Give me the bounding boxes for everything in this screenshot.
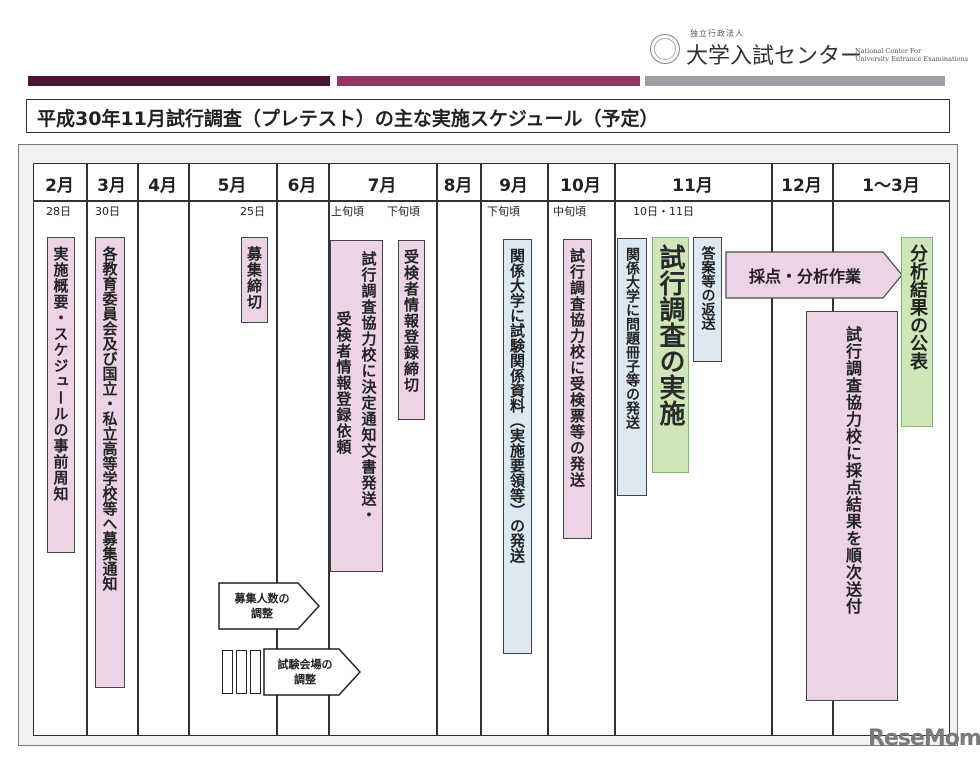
- arrow-label-line1: 試験会場の: [277, 658, 333, 671]
- month-header-nov: 11月: [672, 175, 713, 196]
- bar-segment: [236, 650, 247, 694]
- col-divider: [614, 163, 616, 736]
- adjust-enrollment-arrow: 募集人数の 調整: [218, 582, 320, 630]
- month-header-sep: 9月: [499, 175, 528, 196]
- event-text-col1: 試行調査協力校に決定通知文書発送・: [359, 251, 378, 523]
- event-text: 関係大学に試験関係資料（実施要領等）の発送: [508, 248, 526, 563]
- event-nov-return-answers: 答案等の返送: [693, 237, 722, 362]
- event-sep-send-materials: 関係大学に試験関係資料（実施要領等）の発送: [503, 239, 532, 654]
- col-divider: [480, 163, 482, 736]
- month-header-dec: 12月: [781, 175, 822, 196]
- event-text: 試行調査の実施: [655, 244, 685, 426]
- org-en-line2: University Entrance Examinations: [855, 55, 969, 63]
- event-send-results: 試行調査協力校に採点結果を順次送付: [806, 311, 898, 701]
- watermark-text: ReseMom: [868, 726, 980, 751]
- bar-segment: [222, 650, 233, 694]
- month-header-feb: 2月: [45, 175, 74, 196]
- event-text: 関係大学に問題冊子等の発送: [624, 247, 640, 429]
- page-title: 平成30年11月試行調査（プレテスト）の主な実施スケジュール（予定）: [37, 108, 659, 130]
- event-text: 試行調査協力校に受検票等の発送: [568, 248, 586, 488]
- event-mar-recruit-notice: 各教育委員会及び国立・私立高等学校等へ募集通知: [95, 237, 125, 688]
- emblem-icon: [650, 34, 680, 64]
- resemom-watermark: ReseMom: [868, 726, 980, 751]
- arrow-label-line2: 調整: [294, 673, 316, 686]
- col-divider: [771, 163, 773, 736]
- event-text-col2: 受検者情報登録依頼: [334, 311, 353, 455]
- col-divider: [276, 163, 278, 736]
- date-feb: 28日: [46, 205, 71, 218]
- org-sub-label: 独立行政法人: [690, 29, 744, 38]
- event-jul-decision-notice: 試行調査協力校に決定通知文書発送・ 受検者情報登録依頼: [330, 240, 383, 572]
- date-nov: 10日・11日: [633, 205, 694, 218]
- date-may: 25日: [240, 205, 265, 218]
- arrow-shape-icon: [263, 648, 361, 696]
- arrow-label: 募集人数の 調整: [218, 582, 306, 630]
- event-text: 分析結果の公表: [907, 244, 928, 370]
- date-jul-late: 下旬頃: [387, 205, 420, 218]
- col-divider: [328, 163, 330, 736]
- date-sep: 下旬頃: [487, 205, 520, 218]
- adjust-venue-arrow: 試験会場の 調整: [263, 648, 361, 696]
- arrow-label-line1: 募集人数の: [234, 592, 290, 605]
- progress-bars-icon: [222, 650, 264, 694]
- date-jul-early: 上旬頃: [331, 205, 364, 218]
- arrow-label: 試験会場の 調整: [263, 648, 347, 696]
- org-logo: 独立行政法人 大学入試センター National Center For Univ…: [650, 28, 970, 72]
- event-may-deadline: 募集締切: [241, 237, 268, 323]
- month-header-jun: 6月: [287, 175, 317, 196]
- page-title-box: 平成30年11月試行調査（プレテスト）の主な実施スケジュール（予定）: [26, 99, 950, 133]
- date-oct: 中旬頃: [553, 205, 586, 218]
- col-divider: [436, 163, 438, 736]
- event-text: 受検者情報登録締切: [402, 249, 420, 393]
- month-header-oct: 10月: [560, 175, 601, 196]
- scoring-analysis-arrow: 採点・分析作業: [725, 251, 903, 299]
- header-row-divider: [33, 200, 950, 202]
- header-bar-gray: [645, 76, 945, 86]
- arrow-label: 採点・分析作業: [748, 267, 861, 286]
- event-text: 募集締切: [245, 246, 263, 310]
- date-mar: 30日: [95, 205, 120, 218]
- event-text: 試行調査協力校に採点結果を順次送付: [843, 326, 862, 615]
- month-header-mar: 3月: [97, 175, 126, 196]
- event-publish-results: 分析結果の公表: [901, 237, 933, 427]
- event-feb-preannounce: 実施概要・スケジュールの事前周知: [47, 237, 75, 553]
- arrow-label-line2: 調整: [251, 607, 273, 620]
- col-divider: [86, 163, 88, 736]
- org-english-name: National Center For University Entrance …: [855, 47, 968, 63]
- event-jul-registration-deadline: 受検者情報登録締切: [398, 240, 425, 420]
- col-divider: [547, 163, 549, 736]
- event-oct-send-tickets: 試行調査協力校に受検票等の発送: [563, 239, 592, 539]
- month-header-apr: 4月: [148, 175, 177, 196]
- month-header-jan-mar: 1〜3月: [862, 175, 920, 196]
- event-nov-trial-exam: 試行調査の実施: [652, 237, 689, 473]
- col-divider: [137, 163, 139, 736]
- header-bar-magenta: [337, 76, 640, 86]
- header-bar-dark: [28, 76, 330, 86]
- event-text: 実施概要・スケジュールの事前周知: [51, 246, 70, 502]
- arrow-shape-icon: [218, 582, 320, 630]
- month-header-jul: 7月: [367, 175, 397, 196]
- event-text: 各教育委員会及び国立・私立高等学校等へ募集通知: [100, 246, 119, 591]
- bar-segment: [250, 650, 261, 694]
- org-name: 大学入試センター: [686, 44, 863, 69]
- event-nov-send-booklets: 関係大学に問題冊子等の発送: [617, 238, 647, 496]
- month-header-may: 5月: [217, 175, 247, 196]
- event-text-columns: 試行調査協力校に決定通知文書発送・ 受検者情報登録依頼: [334, 251, 380, 571]
- arrow-shape-icon: [725, 251, 903, 299]
- month-header-aug: 8月: [443, 175, 473, 196]
- col-divider: [188, 163, 190, 736]
- org-en-line1: National Center For: [855, 47, 922, 55]
- event-text: 答案等の返送: [699, 246, 716, 330]
